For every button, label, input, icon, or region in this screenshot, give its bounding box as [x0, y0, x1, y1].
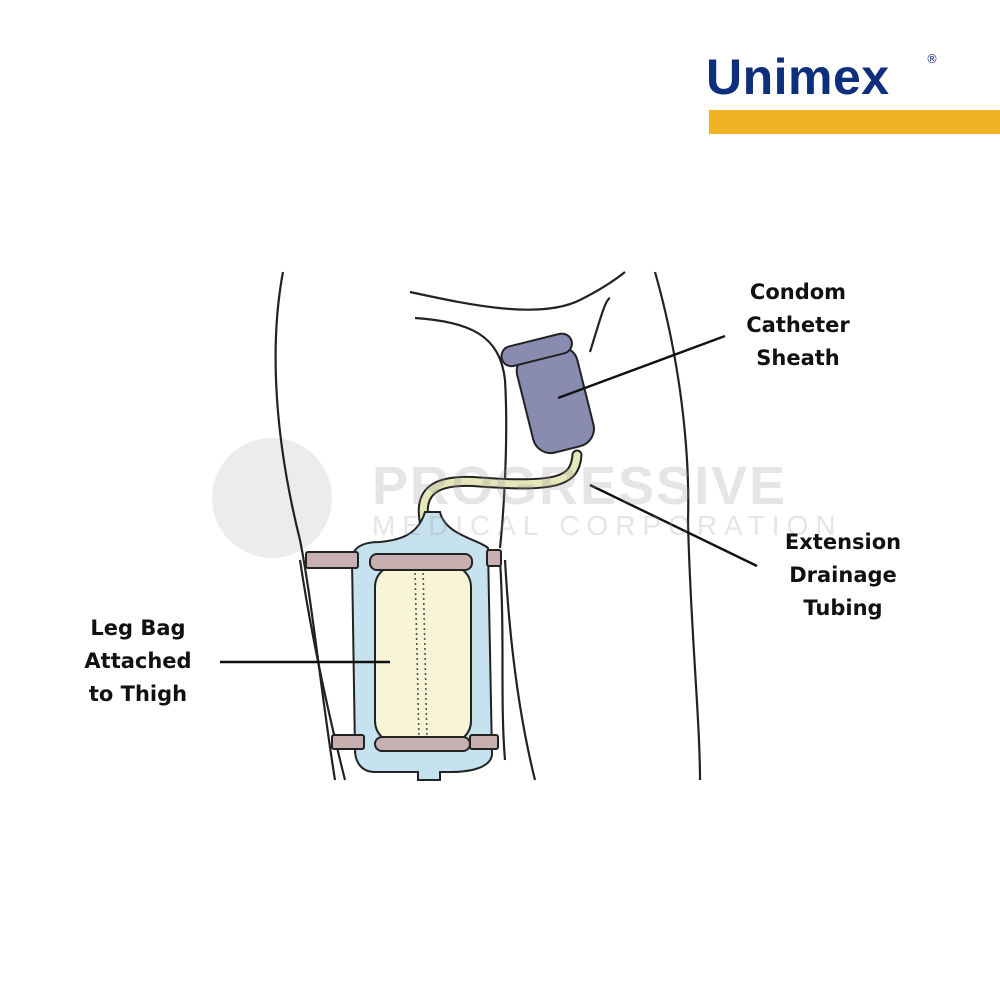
label-line: Leg Bag: [90, 616, 186, 640]
watermark-emblem: [212, 438, 332, 558]
drainage-tube: [419, 451, 581, 524]
label-line: Extension: [784, 530, 902, 554]
leg-bag-chamber: [374, 564, 472, 744]
logo-bar: [709, 110, 1000, 134]
label-condom-catheter-sheath: Condom Catheter Sheath: [728, 276, 868, 375]
watermark-subtitle: MEDICAL CORPORATION: [372, 510, 843, 541]
registered-mark: ®: [926, 52, 938, 66]
leader-lines: [220, 334, 758, 664]
logo-text: Unimex: [706, 49, 890, 105]
label-line: Condom: [749, 280, 847, 304]
label-line: to Thigh: [88, 682, 188, 706]
label-line: Attached: [84, 649, 192, 673]
label-line: Sheath: [756, 346, 840, 370]
watermark-title: PROGRESSIVE: [372, 456, 788, 516]
seam: [414, 567, 420, 741]
label-extension-drainage-tubing: Extension Drainage Tubing: [768, 526, 918, 625]
body-outline: [274, 271, 702, 781]
straps: [305, 549, 502, 752]
label-line: Catheter: [746, 313, 850, 337]
label-line: Tubing: [803, 596, 883, 620]
label-line: Drainage: [789, 563, 897, 587]
seam: [422, 567, 428, 741]
catheter-sheath: [500, 332, 595, 455]
label-leg-bag: Leg Bag Attached to Thigh: [68, 612, 208, 711]
